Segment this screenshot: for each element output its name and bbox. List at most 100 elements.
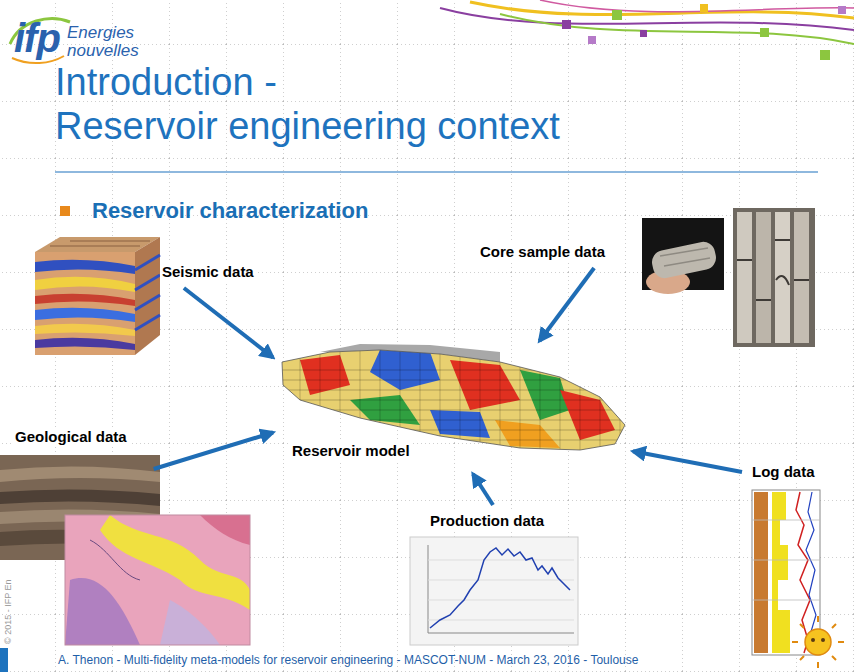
sun-icon: [811, 638, 815, 642]
source-label: Log data: [750, 462, 817, 482]
flow-arrow: [473, 474, 493, 505]
seismic-cube: [35, 252, 135, 355]
geological-map: [100, 515, 250, 610]
seismic-cube: [35, 308, 135, 322]
source-label: Geological data: [13, 427, 129, 447]
well-log: [752, 520, 820, 600]
sun-icon: [805, 629, 831, 655]
geological-map: [200, 515, 250, 545]
sun-icon: [792, 616, 844, 668]
geological-map: [65, 515, 250, 645]
geological-map: [160, 600, 220, 645]
label-text: Log data: [752, 463, 815, 481]
well-log: [796, 492, 810, 653]
seismic-cube: [35, 324, 135, 336]
well-log: [772, 492, 790, 653]
production-chart: [428, 545, 574, 633]
header-decoration: [700, 4, 708, 12]
core-sample-photo: [650, 240, 718, 281]
geological-map: [65, 578, 140, 645]
geology-photo: [0, 466, 160, 482]
label-text: Seismic data: [162, 263, 254, 281]
core-box-photo: [776, 276, 789, 285]
core-box-photo: [794, 212, 809, 343]
flow-arrow: [633, 451, 742, 472]
core-box-photo: [733, 208, 815, 347]
model-label: Reservoir model: [290, 441, 412, 461]
reservoir-model-3d: [450, 360, 520, 410]
header-decoration: [760, 28, 769, 37]
source-label: Production data: [428, 511, 546, 531]
header-decoration: [540, 0, 854, 12]
seismic-cube: [35, 252, 135, 355]
footer-text: A. Thenon - Multi-fidelity meta-models f…: [58, 653, 638, 667]
page-tab: [0, 648, 8, 672]
source-label: Core sample data: [478, 242, 607, 262]
seismic-cube: [35, 277, 135, 292]
flow-arrow: [184, 288, 273, 358]
seismic-cube: [35, 260, 135, 274]
source-label: Seismic data: [160, 262, 256, 282]
reservoir-model-3d: [300, 355, 350, 395]
reservoir-model-3d: [277, 344, 630, 455]
core-box-photo: [737, 212, 752, 343]
copyright-watermark: © 2015 - IFP En: [3, 580, 14, 645]
seismic-cube: [35, 294, 135, 306]
seismic-cube: [35, 237, 160, 355]
reservoir-model-3d: [495, 420, 560, 448]
well-log: [754, 492, 768, 653]
core-sample-photo: [660, 248, 710, 266]
well-log: [752, 490, 820, 655]
label-text: Geological data: [15, 428, 127, 446]
logo-letters: ifp: [14, 16, 60, 60]
flow-arrow: [540, 268, 595, 341]
production-chart: [410, 537, 578, 645]
geological-map: [65, 515, 250, 645]
title-rule: [55, 171, 818, 172]
sun-icon: [821, 638, 825, 642]
seismic-cube: [135, 237, 160, 355]
seismic-cube: [50, 241, 150, 246]
geological-map: [90, 540, 140, 580]
core-box-photo: [794, 212, 809, 343]
label-text: Production data: [430, 512, 544, 530]
reservoir-model-3d: [560, 390, 615, 440]
title-text: Introduction - Reservoir engineering con…: [55, 61, 560, 147]
title-spacer: [325, 60, 655, 104]
header-decoration: [440, 0, 854, 60]
geological-map: [65, 515, 250, 645]
geological-map: [65, 515, 250, 645]
core-box-photo: [775, 212, 790, 343]
well-log: [752, 490, 820, 655]
core-box-photo: [756, 212, 771, 343]
header-decoration: [562, 20, 571, 29]
reservoir-model-3d: [277, 345, 630, 455]
core-box-photo: [733, 208, 815, 347]
production-chart: [410, 537, 578, 645]
logo-word: Energies: [67, 23, 134, 42]
seismic-cube: [35, 338, 135, 350]
reservoir-model-3d: [282, 350, 625, 450]
header-decoration: [820, 50, 830, 60]
header-decoration: [838, 6, 846, 14]
header-decoration: [500, 14, 854, 44]
core-box-photo: [737, 240, 809, 300]
core-sample-photo: [642, 218, 724, 294]
header-decoration: [612, 10, 622, 20]
header-decoration: [588, 36, 596, 44]
reservoir-model-3d: [280, 370, 630, 440]
bullet-square: [60, 206, 70, 216]
header-decoration: [640, 30, 647, 37]
model-region: Reservoir model: [277, 345, 627, 470]
label-text: Core sample data: [480, 243, 605, 261]
reservoir-model-3d: [300, 345, 620, 455]
slide-title: Introduction - Reservoir engineering con…: [55, 60, 655, 148]
seismic-cube: [135, 255, 160, 330]
bullet-text: Reservoir characterization: [92, 198, 368, 224]
logo-word: nouvelles: [67, 41, 139, 60]
geology-photo: [0, 489, 160, 506]
sun-icon: [792, 616, 844, 668]
header-decoration: [470, 2, 854, 18]
